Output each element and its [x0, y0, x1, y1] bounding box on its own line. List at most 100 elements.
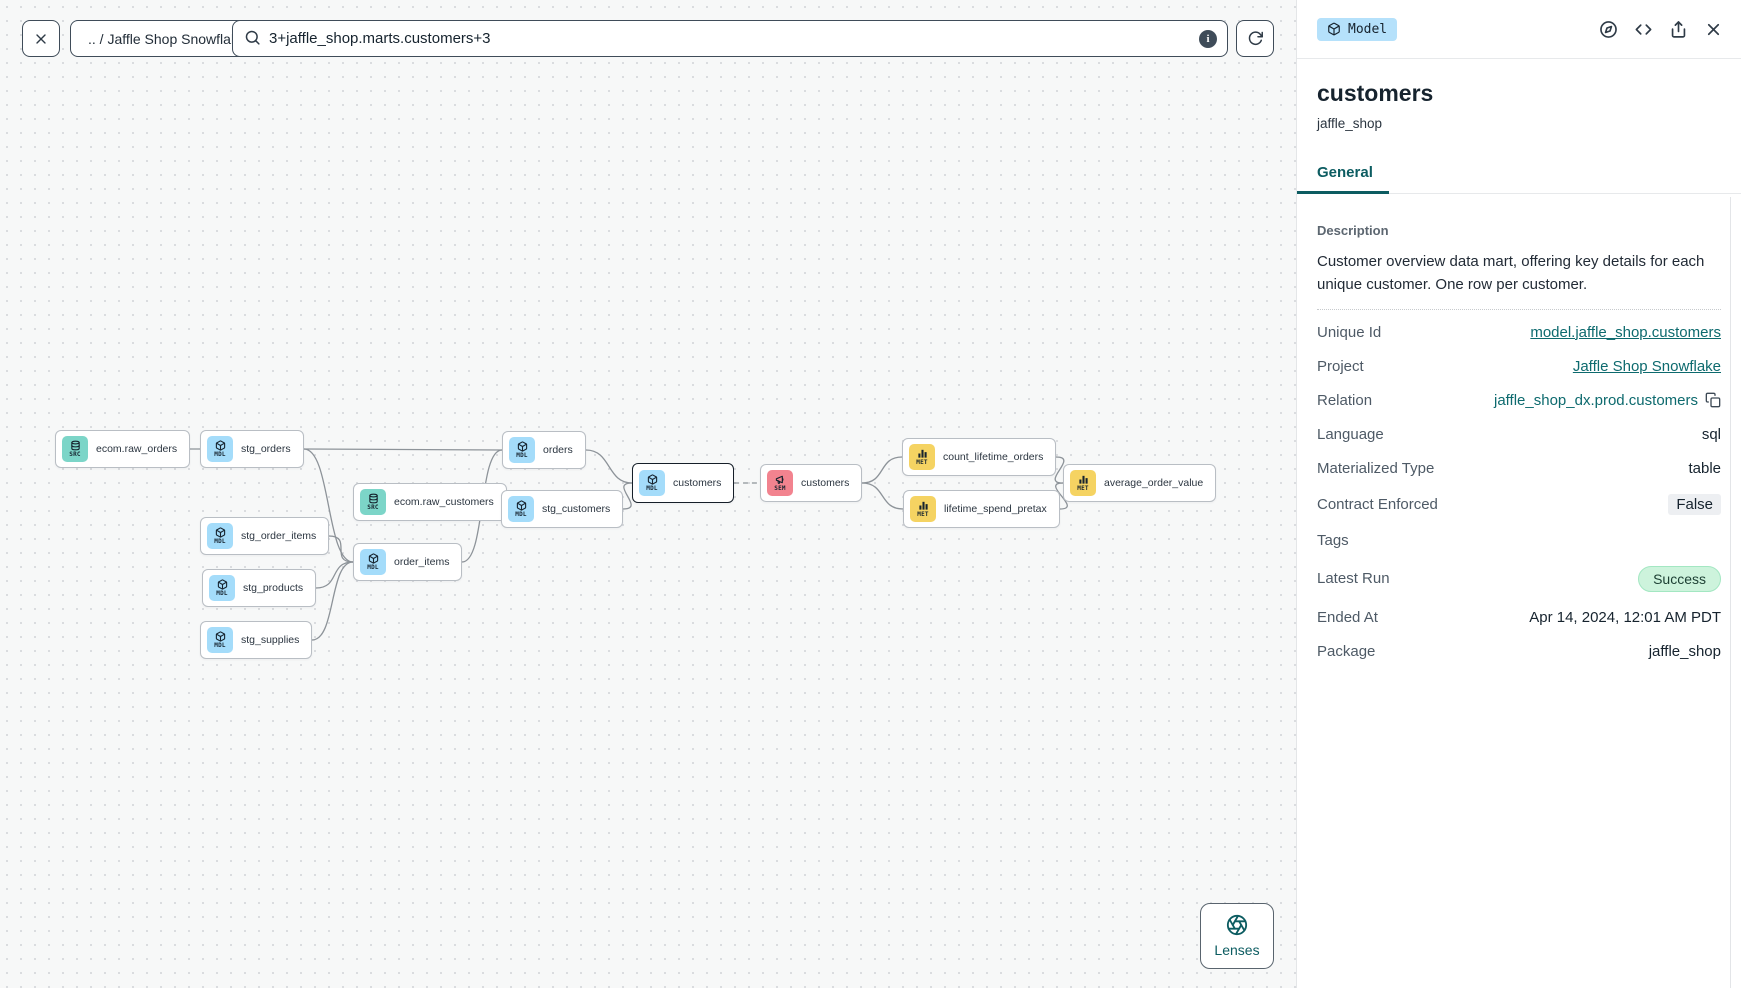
view-code-button[interactable] [1634, 20, 1653, 39]
met-node-icon: MET [909, 444, 935, 470]
value-badge: False [1668, 493, 1721, 515]
divider [1317, 309, 1721, 310]
field-value: model.jaffle_shop.customers [1530, 324, 1721, 341]
page-title: customers [1317, 80, 1434, 106]
graph-node-order_items[interactable]: MDL order_items [353, 543, 463, 581]
field-label: Contract Enforced [1317, 495, 1438, 513]
details-panel-header: Model [1297, 0, 1741, 59]
copy-button[interactable] [1705, 392, 1721, 408]
field-row-ended-at: Ended At Apr 14, 2024, 12:01 AM PDT [1317, 600, 1721, 634]
mdl-node-icon: MDL [360, 549, 386, 575]
field-row-project: Project Jaffle Shop Snowflake [1317, 349, 1721, 383]
node-kind-label: SRC [367, 504, 379, 511]
graph-node-average_order_value[interactable]: MET average_order_value [1063, 464, 1217, 502]
lineage-selector-box: i [232, 20, 1228, 57]
close-lineage-button[interactable] [22, 20, 60, 57]
bar-chart-icon [918, 501, 928, 510]
field-value-link[interactable]: jaffle_shop_dx.prod.customers [1493, 391, 1698, 409]
field-label: Project [1317, 357, 1364, 375]
edge-stg_customers-to-customers [622, 482, 633, 510]
description-label: Description [1317, 223, 1389, 238]
field-value-link[interactable]: Jaffle Shop Snowflake [1572, 357, 1721, 375]
field-value: table [1688, 459, 1721, 477]
field-row-materialized-type: Materialized Type table [1317, 451, 1721, 485]
node-kind-label: MDL [646, 485, 658, 492]
edge-orders-to-customers [585, 449, 633, 484]
bar-chart-icon [917, 449, 927, 458]
field-label: Relation [1317, 391, 1373, 409]
node-label: average_order_value [1104, 477, 1204, 489]
node-kind-label: MDL [516, 452, 528, 459]
field-label: Materialized Type [1317, 459, 1435, 477]
lenses-button[interactable]: Lenses [1200, 903, 1274, 969]
field-value: False [1668, 493, 1721, 515]
node-label: stg_products [243, 582, 304, 594]
met-node-icon: MET [910, 496, 936, 522]
field-label: Package [1317, 642, 1376, 660]
field-label: Latest Run [1317, 570, 1390, 587]
breadcrumb[interactable]: .. / Jaffle Shop Snowflake [70, 20, 264, 57]
node-kind-label: MDL [214, 642, 226, 649]
code-icon [1635, 23, 1652, 35]
refresh-icon [1248, 31, 1263, 46]
field-value-link[interactable]: model.jaffle_shop.customers [1530, 323, 1721, 341]
close-icon [1707, 23, 1720, 35]
node-kind-label: MET [1077, 485, 1089, 492]
field-value: Apr 14, 2024, 12:01 AM PDT [1529, 608, 1721, 626]
graph-node-ecom.raw_orders[interactable]: SRC ecom.raw_orders [55, 430, 191, 468]
resource-type-label: Model [1348, 21, 1388, 37]
node-label: stg_order_items [241, 530, 317, 542]
field-value: Jaffle Shop Snowflake [1573, 358, 1721, 375]
share-button[interactable] [1669, 20, 1688, 39]
lenses-label: Lenses [1214, 942, 1260, 958]
megaphone-icon [775, 475, 783, 484]
edge-stg_supplies-to-order_items [311, 561, 354, 641]
sem-node-icon: SEM [767, 470, 793, 496]
panel-scrollbar[interactable] [1730, 197, 1731, 988]
node-label: orders [543, 444, 573, 456]
field-row-contract-enforced: Contract Enforced False [1317, 485, 1721, 523]
copy-icon [1705, 392, 1721, 408]
mdl-node-icon: MDL [509, 437, 535, 463]
info-icon[interactable]: i [1199, 30, 1217, 48]
field-value: sql [1701, 425, 1721, 443]
node-label: ecom.raw_orders [96, 443, 178, 455]
edge-lifetime_spend_pretax-to-average_order_value [1055, 482, 1068, 510]
lineage-selector-input[interactable] [269, 30, 1139, 47]
node-label: order_items [394, 556, 450, 568]
refresh-lineage-button[interactable] [1236, 20, 1274, 57]
database-icon [70, 440, 80, 451]
field-label: Unique Id [1317, 323, 1382, 341]
edge-stg_orders-to-orders [303, 448, 503, 451]
bar-chart-icon [1078, 475, 1088, 484]
field-label: Tags [1317, 531, 1349, 549]
node-kind-label: MDL [515, 511, 527, 518]
close-panel-button[interactable] [1704, 20, 1723, 39]
cube-icon [215, 631, 225, 642]
tab-general[interactable]: General [1297, 158, 1389, 194]
node-kind-label: SRC [69, 451, 81, 458]
field-row-unique-id: Unique Id model.jaffle_shop.customers [1317, 315, 1721, 349]
field-value: jaffle_shop_dx.prod.customers [1494, 392, 1721, 409]
search-icon [245, 30, 260, 45]
cube-icon [368, 553, 378, 564]
explore-button[interactable] [1599, 20, 1618, 39]
mdl-node-icon: MDL [207, 627, 233, 653]
cube-icon [516, 500, 526, 511]
package-subtitle: jaffle_shop [1317, 116, 1383, 131]
field-label: Ended At [1317, 608, 1378, 626]
graph-node-orders[interactable]: MDL orders [502, 431, 586, 469]
